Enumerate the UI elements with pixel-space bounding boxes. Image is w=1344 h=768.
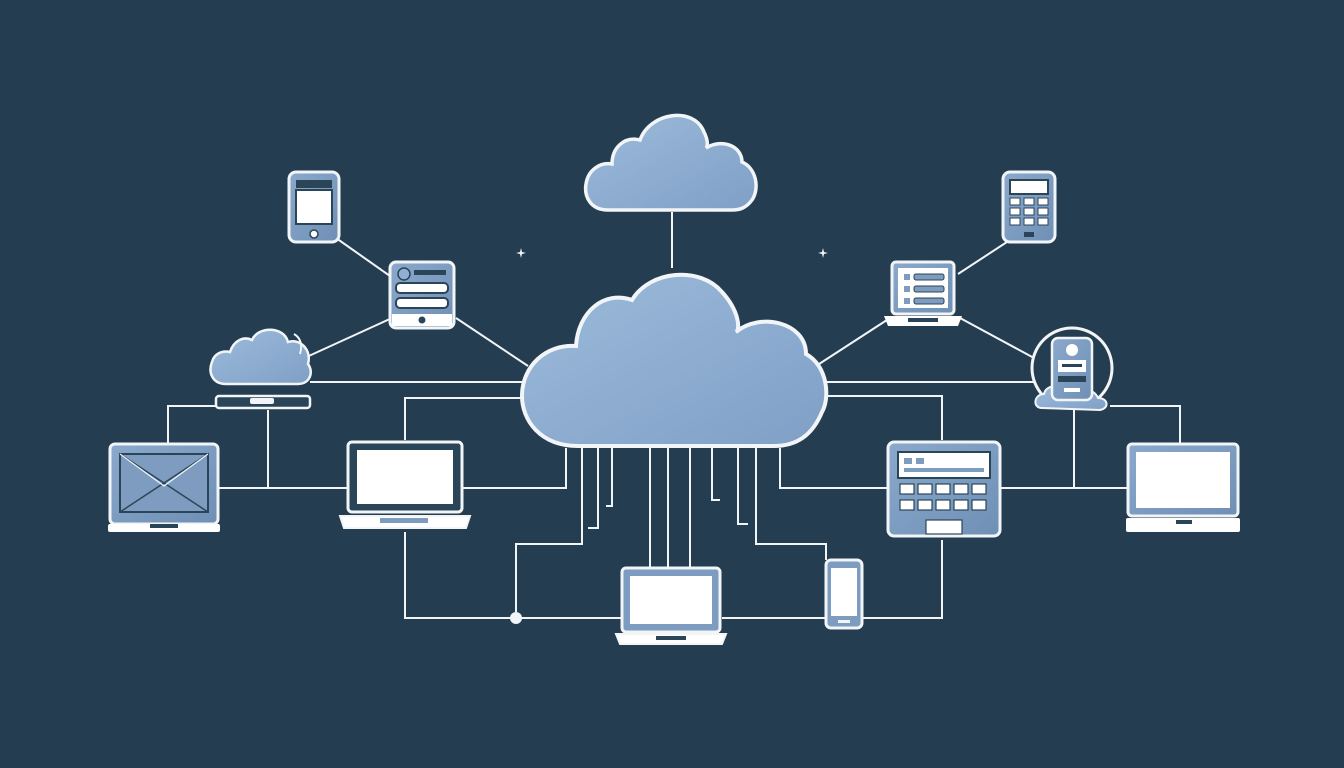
junction-node	[510, 612, 522, 624]
top-cloud-icon	[583, 113, 758, 212]
smartphone-icon	[287, 170, 341, 244]
line-laptop-right-top	[815, 317, 891, 367]
line-server-left	[455, 317, 529, 367]
line-drop-9	[755, 448, 827, 560]
connection-lines	[167, 212, 1181, 619]
line-drop-8	[737, 448, 748, 525]
line-phone-left	[335, 237, 391, 277]
line-bottom-right	[860, 540, 943, 619]
line-mid-right-term	[779, 448, 888, 489]
line-drop-2	[588, 448, 599, 529]
line-right-tablet-branch	[1110, 405, 1181, 444]
line-drop-7	[711, 448, 720, 501]
laptop-icon	[884, 260, 962, 326]
main-cloud-icon	[519, 272, 829, 448]
smartphone-icon	[1001, 170, 1057, 244]
mobile-phone-icon	[824, 558, 864, 630]
line-mid-left-laptop	[462, 448, 567, 489]
line-drop-1	[515, 448, 583, 612]
mobile-phone-icon	[1030, 326, 1114, 412]
laptop-icon	[338, 440, 472, 529]
line-right-box	[826, 395, 943, 440]
sparkle-icon	[516, 248, 828, 258]
line-left-laptop-branch	[167, 405, 218, 444]
laptop-icon	[1126, 442, 1240, 532]
line-left-box	[404, 397, 524, 440]
line-laptop-right-top-2	[959, 317, 1035, 359]
line-phone-right	[957, 239, 1011, 275]
line-bottom-left	[404, 532, 516, 619]
small-cloud-laptop-icon	[209, 328, 312, 410]
line-left-tablet-link	[218, 410, 269, 489]
laptop-icon	[614, 566, 728, 645]
line-smallcloud-server	[299, 317, 393, 361]
line-drop-3	[606, 448, 613, 507]
server-panel-icon	[388, 260, 456, 330]
calculator-terminal-icon	[886, 440, 1002, 538]
tablet-icon	[108, 442, 220, 532]
